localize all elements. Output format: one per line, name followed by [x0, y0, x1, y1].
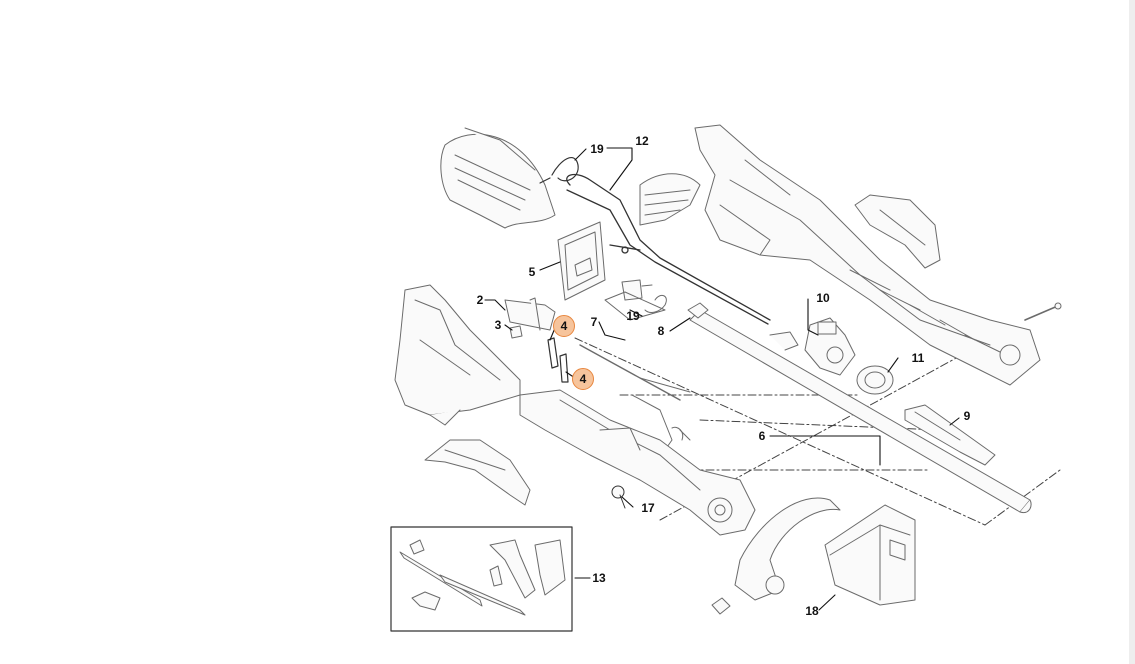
main-housing-top	[694, 124, 1062, 386]
part-label-17: 17	[641, 501, 655, 515]
part-label-6: 6	[758, 429, 766, 443]
part-label-7: 7	[590, 315, 598, 329]
part-label-3: 3	[494, 318, 502, 332]
screw-17	[611, 485, 626, 509]
cable-tie-top	[539, 157, 579, 184]
part-label-4-highlight-upper[interactable]: 4	[553, 315, 575, 337]
bearing-housing	[769, 317, 856, 376]
part-label-2: 2	[476, 293, 484, 307]
debris-guard	[824, 504, 916, 606]
shaft-sleeve	[904, 404, 996, 466]
control-module	[557, 221, 606, 301]
switch-lever	[504, 297, 556, 339]
part-label-12: 12	[635, 134, 649, 148]
main-shaft-housing	[519, 389, 756, 536]
handle-half	[424, 439, 531, 506]
grip-rib	[639, 173, 701, 226]
connector-and-tie	[604, 279, 667, 321]
part-label-13: 13	[592, 571, 606, 585]
part-label-4-highlight-lower[interactable]: 4	[572, 368, 594, 390]
part-label-19-middle: 19	[626, 309, 640, 323]
part-label-18: 18	[805, 604, 819, 618]
loop-handle	[711, 497, 841, 615]
part-label-10: 10	[816, 291, 830, 305]
small-plug	[687, 302, 709, 319]
upper-cover	[440, 127, 556, 229]
part-label-8: 8	[657, 324, 665, 338]
lower-left-cover	[394, 284, 521, 426]
throttle-linkage	[579, 344, 691, 451]
kit-13-parts	[399, 539, 566, 616]
contact-springs	[547, 337, 569, 383]
part-label-9: 9	[963, 409, 971, 423]
bearing-sleeve	[856, 365, 894, 395]
part-label-5: 5	[528, 265, 536, 279]
part-label-19-top: 19	[590, 142, 604, 156]
part-label-11: 11	[911, 351, 925, 365]
right-edge-strip	[1129, 0, 1135, 664]
